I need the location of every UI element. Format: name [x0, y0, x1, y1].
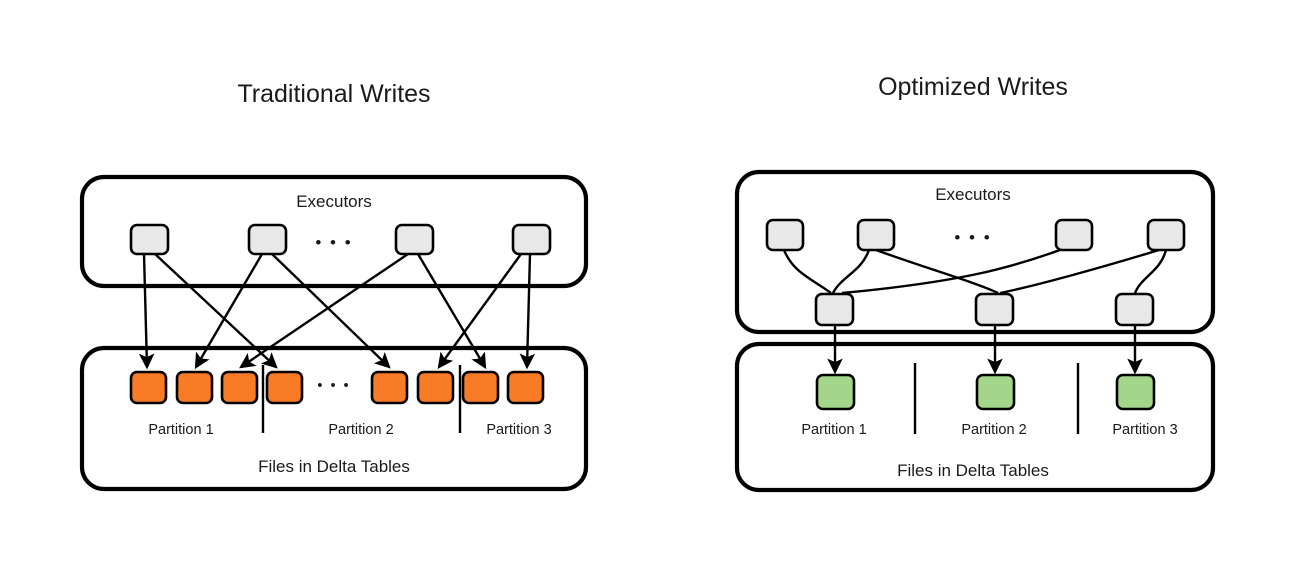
file-box-orange-5[interactable] [370, 370, 409, 405]
executor-node-2[interactable] [247, 223, 288, 256]
write-edges-optimized [827, 325, 1143, 375]
partition-label-left-3: Partition 3 [486, 422, 551, 438]
partition-label-right-3: Partition 3 [1112, 422, 1177, 438]
executors-label-traditional: Executors [296, 192, 372, 211]
executor-node-opt-3[interactable] [1054, 218, 1094, 252]
executors-container-traditional [79, 174, 589, 289]
shuffle-node-2[interactable] [974, 292, 1015, 327]
file-box-orange-3[interactable] [220, 370, 259, 405]
shuffle-node-3[interactable] [1114, 292, 1155, 327]
partition-label-left-1: Partition 1 [148, 422, 213, 438]
file-box-orange-6[interactable] [416, 370, 455, 405]
executor-node-3[interactable] [394, 223, 435, 256]
panel-optimized: Optimized Writes Executors • • • [734, 73, 1216, 493]
partition-label-left-2: Partition 2 [328, 422, 393, 438]
file-box-orange-1[interactable] [129, 370, 168, 405]
executor-node-opt-1[interactable] [765, 218, 805, 252]
shuffle-node-1[interactable] [814, 292, 855, 327]
file-box-green-3[interactable] [1115, 373, 1156, 411]
files-label-optimized: Files in Delta Tables [897, 461, 1049, 480]
executor-node-opt-4[interactable] [1146, 218, 1186, 252]
panel-title-traditional: Traditional Writes [237, 80, 430, 108]
file-box-orange-7[interactable] [461, 370, 500, 405]
executors-ellipsis-traditional: • • • [315, 233, 352, 252]
file-box-orange-4[interactable] [265, 370, 304, 405]
files-container-traditional [79, 345, 589, 492]
partition-label-right-1: Partition 1 [801, 422, 866, 438]
partition-label-right-2: Partition 2 [961, 422, 1026, 438]
panel-title-optimized: Optimized Writes [878, 73, 1068, 101]
file-box-green-2[interactable] [975, 373, 1016, 411]
panel-traditional: Traditional Writes Executors • • • • • • [79, 80, 589, 492]
executor-node-4[interactable] [511, 223, 552, 256]
file-box-orange-2[interactable] [175, 370, 214, 405]
files-label-traditional: Files in Delta Tables [258, 457, 410, 476]
executor-node-1[interactable] [129, 223, 170, 256]
shuffle-edges-optimized [782, 248, 1168, 295]
executors-label-optimized: Executors [935, 185, 1011, 204]
executor-node-opt-2[interactable] [856, 218, 896, 252]
files-container-optimized [734, 341, 1216, 493]
files-ellipsis-traditional: • • • [317, 378, 350, 394]
file-box-orange-8[interactable] [506, 370, 545, 405]
executors-container-optimized [734, 169, 1216, 335]
file-box-green-1[interactable] [815, 373, 856, 411]
executors-ellipsis-optimized: • • • [954, 228, 991, 247]
